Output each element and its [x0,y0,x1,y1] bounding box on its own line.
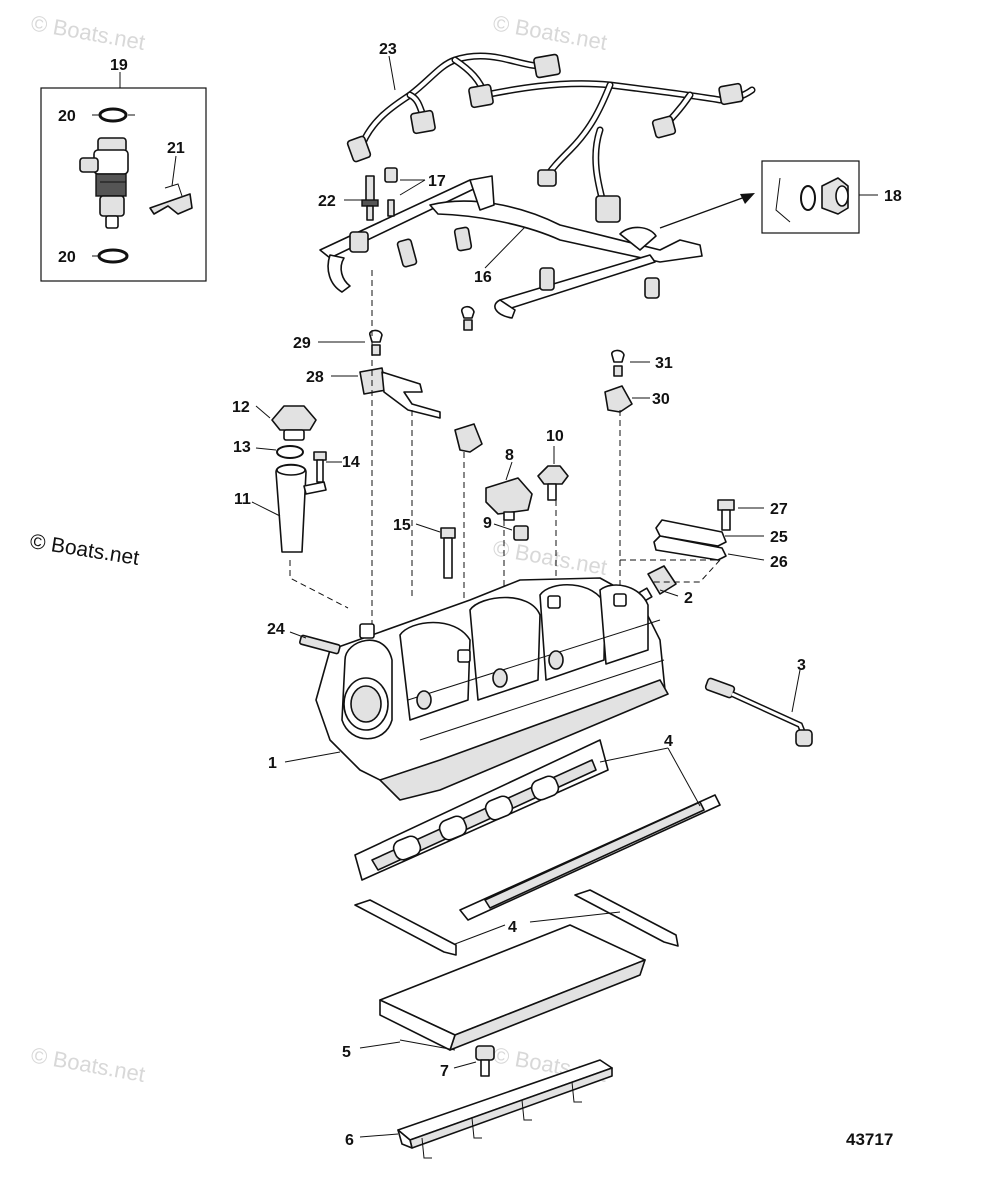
callout-15: 15 [393,517,411,534]
rail-small-parts [344,167,426,221]
callout-19: 19 [110,57,128,74]
sensor-parts [415,446,569,579]
manifold-stud [289,631,341,655]
callout-2: 2 [684,590,693,607]
callout-21: 21 [167,140,185,157]
callout-27: 27 [770,501,788,518]
callout-9: 9 [483,515,492,532]
oil-fill-parts [251,405,342,553]
callout-23: 23 [379,41,397,58]
callout-12: 12 [232,399,250,416]
callout-26: 26 [770,554,788,571]
callout-11: 11 [234,491,251,508]
callout-18: 18 [884,188,902,205]
callout-14: 14 [342,454,360,471]
callout-10: 10 [546,428,564,445]
watermark: © Boats.net [491,10,609,55]
figure-number: 43717 [846,1130,894,1149]
wiring-harness [346,52,756,223]
callout-8: 8 [505,447,514,464]
callout-30: 30 [652,391,670,408]
callout-24: 24 [267,621,285,638]
callout-20-upper: 20 [58,108,76,125]
callout-20-lower: 20 [58,249,76,266]
callout-25: 25 [770,529,788,546]
callout-16: 16 [474,269,492,286]
callout-labels: 1 2 3 4 4 5 6 7 8 9 10 11 12 13 14 15 16… [58,41,902,1149]
lower-bracket [359,1045,613,1159]
plate-parts [637,499,765,603]
callout-3: 3 [797,657,806,674]
manifold-gaskets [354,739,721,956]
brackets [318,305,650,453]
callout-7: 7 [440,1063,449,1080]
valley-cover [359,924,646,1051]
callout-4: 4 [664,733,673,750]
callout-6: 6 [345,1132,354,1149]
watermark: © Boats.net [491,535,609,580]
callout-1: 1 [268,755,277,772]
callout-22: 22 [318,193,336,210]
callout-13: 13 [233,439,251,456]
callout-5: 5 [342,1044,351,1061]
callout-4-lower: 4 [508,919,517,936]
fuel-rail [319,175,755,319]
callout-29: 29 [293,335,311,352]
callout-28: 28 [306,369,324,386]
injector-detail [40,72,207,282]
callout-31: 31 [655,355,673,372]
fitting-detail-18 [761,160,878,234]
intake-manifold [284,577,669,801]
sensor-cable [704,669,813,747]
watermark: © Boats.net [29,10,147,55]
watermark: © Boats.net [29,1042,147,1087]
callout-17: 17 [428,173,446,190]
